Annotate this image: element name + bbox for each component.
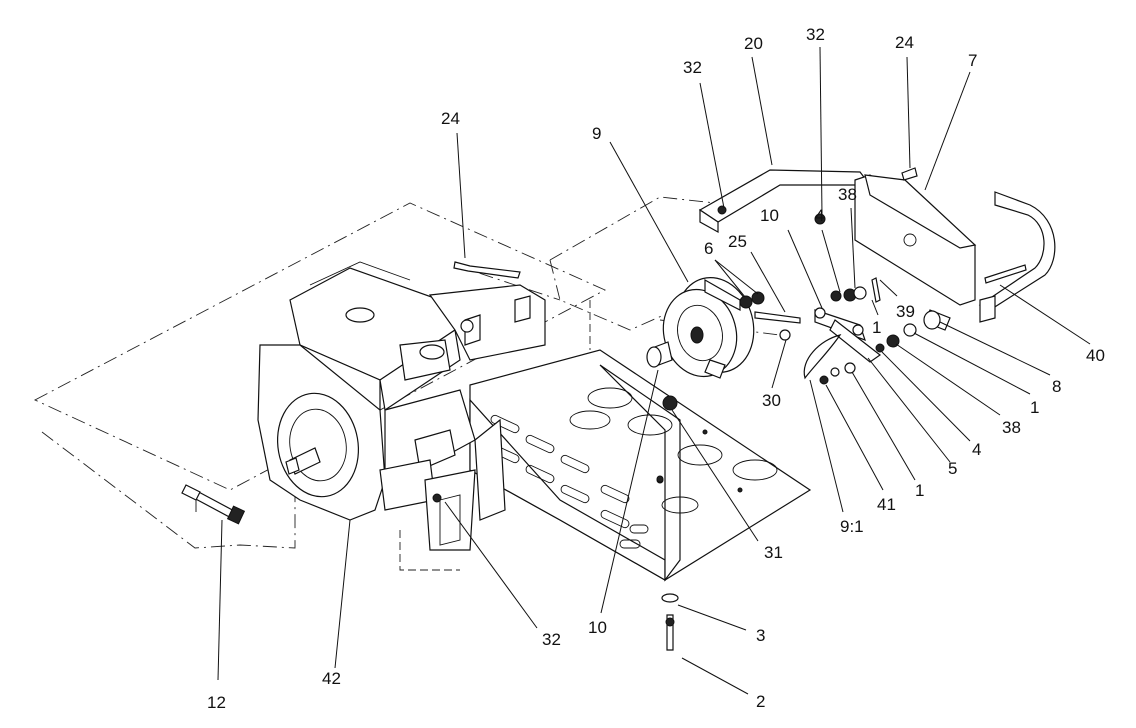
callout-2: 2 <box>756 692 765 711</box>
callout-38-low: 38 <box>1002 418 1021 437</box>
callout-1-mid: 1 <box>872 318 881 337</box>
idler-assembly <box>803 277 951 385</box>
callout-32-top-left: 32 <box>683 58 702 77</box>
callout-32-bottom: 32 <box>542 630 561 649</box>
clutch-hardware <box>656 291 801 483</box>
callout-10-bottom: 10 <box>588 618 607 637</box>
callout-8: 8 <box>1052 377 1061 396</box>
callout-25: 25 <box>728 232 747 251</box>
leader-lines <box>217 46 1091 695</box>
callout-4-low: 4 <box>972 440 981 459</box>
engine <box>257 261 546 551</box>
callout-9: 9 <box>592 124 601 143</box>
callout-40: 40 <box>1086 346 1105 365</box>
callout-1-right: 1 <box>1030 398 1039 417</box>
callout-38-top: 38 <box>838 185 857 204</box>
callout-24-right: 24 <box>895 33 914 52</box>
bottom-bolt <box>661 593 679 651</box>
chassis-frame <box>469 349 812 582</box>
callout-6: 6 <box>704 239 713 258</box>
callout-7: 7 <box>968 51 977 70</box>
callout-24-left: 24 <box>441 109 460 128</box>
callout-39: 39 <box>896 302 915 321</box>
callout-labels: 2 3 12 42 32 10 31 9:1 41 1 5 4 38 1 8 4… <box>207 25 1105 712</box>
callout-41: 41 <box>877 495 896 514</box>
guard-bracket <box>698 167 1056 323</box>
callout-9-1: 9:1 <box>840 517 864 536</box>
callout-3: 3 <box>756 626 765 645</box>
frame-slots <box>490 414 649 549</box>
callout-20: 20 <box>744 34 763 53</box>
clutch-9 <box>662 277 755 379</box>
spacer-10 <box>646 341 673 368</box>
callout-12: 12 <box>207 693 226 712</box>
callout-42: 42 <box>322 669 341 688</box>
callout-1-low: 1 <box>915 481 924 500</box>
fitting-12 <box>181 484 246 525</box>
callout-4-top: 4 <box>815 206 824 225</box>
bolt-24-left <box>453 261 521 279</box>
callout-10-top: 10 <box>760 206 779 225</box>
callout-31: 31 <box>764 543 783 562</box>
callout-30: 30 <box>762 391 781 410</box>
callout-32-top-right: 32 <box>806 25 825 44</box>
callout-5: 5 <box>948 459 957 478</box>
